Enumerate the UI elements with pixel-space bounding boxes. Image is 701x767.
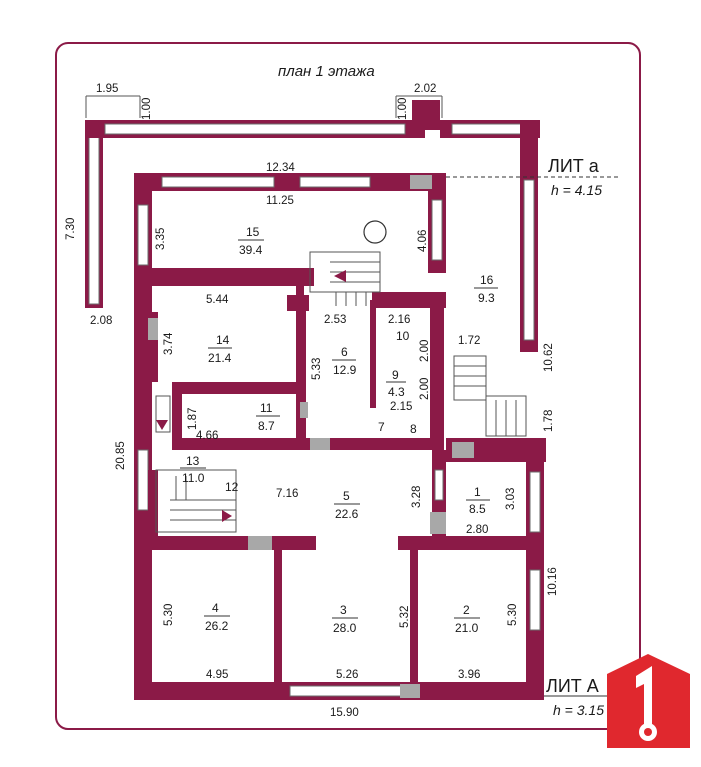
svg-text:4.3: 4.3 [388,385,405,399]
svg-text:39.4: 39.4 [239,243,263,257]
dim-3-28: 3.28 [411,486,423,508]
svg-text:7: 7 [378,420,385,434]
dim-11-25: 11.25 [266,195,294,207]
room-2: 2 21.0 [454,603,480,635]
svg-text:6: 6 [341,345,348,359]
dim-10-16: 10.16 [547,567,559,596]
stair-arrow-icon [156,420,168,430]
lit-A-label: ЛИТ А [546,676,599,696]
svg-text:3: 3 [340,603,347,617]
svg-text:28.0: 28.0 [333,621,357,635]
dim-5-30-right: 5.30 [507,604,519,626]
dim-5-30-left: 5.30 [163,604,175,626]
svg-text:21.4: 21.4 [208,351,232,365]
dim-12-34: 12.34 [266,162,295,174]
stair-arrow-icon [334,270,346,282]
dim-2-00-bottom: 2.00 [419,378,431,400]
house-one-key-logo-icon [607,654,690,748]
svg-text:8.7: 8.7 [258,419,275,433]
lit-A-height: h = 3.15 [553,702,604,718]
dim-3-35: 3.35 [155,228,167,250]
svg-text:2: 2 [463,603,470,617]
dim-2-80: 2.80 [466,524,488,536]
svg-text:9.3: 9.3 [478,291,495,305]
room-5: 5 22.6 [334,489,360,521]
room-3: 3 28.0 [332,603,358,635]
svg-text:14: 14 [216,333,230,347]
dim-3-03: 3.03 [505,488,517,510]
svg-text:15: 15 [246,225,260,239]
room-13: 13 11.0 [180,454,206,485]
dim-1-00-right: 1.00 [397,98,409,120]
svg-text:9: 9 [392,368,399,382]
svg-text:4: 4 [212,601,219,615]
room-9: 9 4.3 [386,368,406,399]
svg-text:5: 5 [343,489,350,503]
dim-1-95: 1.95 [96,83,118,95]
dim-1-78: 1.78 [543,410,555,432]
svg-text:11: 11 [260,401,273,415]
svg-text:22.6: 22.6 [335,507,359,521]
dim-4-95: 4.95 [206,669,228,681]
dim-1-72: 1.72 [458,335,480,347]
svg-text:8.5: 8.5 [469,502,486,516]
dim-3-96: 3.96 [458,669,480,681]
svg-text:1: 1 [474,485,481,499]
dimension-labels: 1.95 1.00 1.00 2.02 12.34 11.25 3.35 4.0… [65,83,559,719]
room-10: 10 [396,329,410,343]
svg-text:11.0: 11.0 [182,471,205,485]
svg-text:16: 16 [480,273,494,287]
room-labels: 15 39.4 16 9.3 14 21.4 6 12.9 10 9 4.3 [180,225,498,635]
dim-3-74: 3.74 [163,332,175,355]
dim-2-53: 2.53 [324,314,346,326]
plan-frame [55,42,641,730]
dim-4-66: 4.66 [196,430,218,442]
svg-text:13: 13 [186,454,200,468]
dim-15-90: 15.90 [330,707,359,719]
lit-a-height: h = 4.15 [551,182,602,198]
room-14: 14 21.4 [208,333,232,365]
room-11: 11 8.7 [256,401,280,433]
room-7: 7 [378,420,385,434]
dim-1-87: 1.87 [187,408,199,430]
stairs [155,251,527,533]
dim-7-16: 7.16 [276,488,298,500]
dim-7-30: 7.30 [65,218,77,240]
svg-text:12.9: 12.9 [333,363,357,377]
room-8: 8 [410,422,417,436]
dim-2-16: 2.16 [388,314,410,326]
dim-4-06: 4.06 [417,230,429,252]
lit-a-label: ЛИТ а [548,156,600,176]
room-12: 12 [225,480,239,494]
column-circle [363,220,387,244]
dim-5-26: 5.26 [336,669,358,681]
svg-text:12: 12 [225,480,239,494]
room-15: 15 39.4 [238,225,264,257]
dim-5-44: 5.44 [206,294,229,306]
room-1: 1 8.5 [466,485,490,516]
dim-2-15: 2.15 [390,401,412,413]
room-6: 6 12.9 [332,345,357,377]
svg-text:21.0: 21.0 [455,621,479,635]
dim-2-02: 2.02 [414,83,436,95]
dim-2-08: 2.08 [90,315,112,327]
dim-1-00-left: 1.00 [141,98,153,120]
svg-text:26.2: 26.2 [205,619,229,633]
dim-10-62: 10.62 [543,343,555,372]
terrace-outline [85,95,540,352]
svg-text:10: 10 [396,329,410,343]
svg-text:8: 8 [410,422,417,436]
room-16: 16 9.3 [474,273,498,305]
building-walls [134,173,546,700]
dim-20-85: 20.85 [115,441,127,470]
plan-title: план 1 этажа [278,63,375,80]
dim-5-32: 5.32 [399,606,411,628]
stair-arrow-icon [222,510,232,522]
room-4: 4 26.2 [204,601,230,633]
dim-5-33: 5.33 [311,358,323,380]
dim-2-00-top: 2.00 [419,340,431,362]
